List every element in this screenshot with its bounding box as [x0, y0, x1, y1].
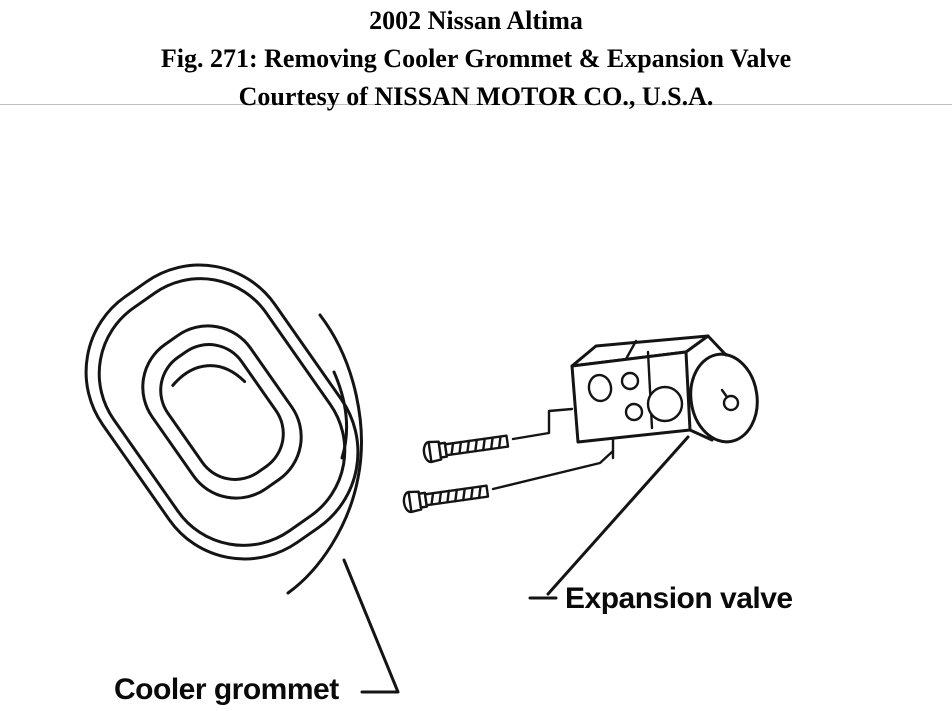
page-title: 2002 Nissan Altima	[369, 6, 583, 35]
bolt-drawing-lower	[402, 484, 490, 514]
expansion-valve-label: Expansion valve	[565, 582, 793, 615]
bolt-guide-line-lower	[491, 449, 615, 491]
technical-diagram: Expansion valve Cooler grommet	[0, 106, 952, 711]
grommet-depth-curve	[286, 313, 363, 595]
bolt-guide-line-upper	[511, 407, 574, 441]
cooler-grommet-leader-line	[342, 558, 400, 694]
grommet-inner-depth-curve	[332, 370, 349, 460]
figure-header: 2002 Nissan Altima Fig. 271: Removing Co…	[0, 0, 952, 111]
expansion-valve-drawing	[570, 334, 759, 444]
diagram-line-art	[84, 263, 759, 694]
expansion-valve-leader-line	[546, 435, 690, 596]
figure-caption: Fig. 271: Removing Cooler Grommet & Expa…	[160, 44, 792, 73]
courtesy-line: Courtesy of NISSAN MOTOR CO., U.S.A.	[238, 82, 714, 111]
cooler-grommet-drawing	[84, 263, 360, 561]
bolt-drawing-upper	[422, 434, 510, 464]
cooler-grommet-label: Cooler grommet	[114, 673, 339, 706]
